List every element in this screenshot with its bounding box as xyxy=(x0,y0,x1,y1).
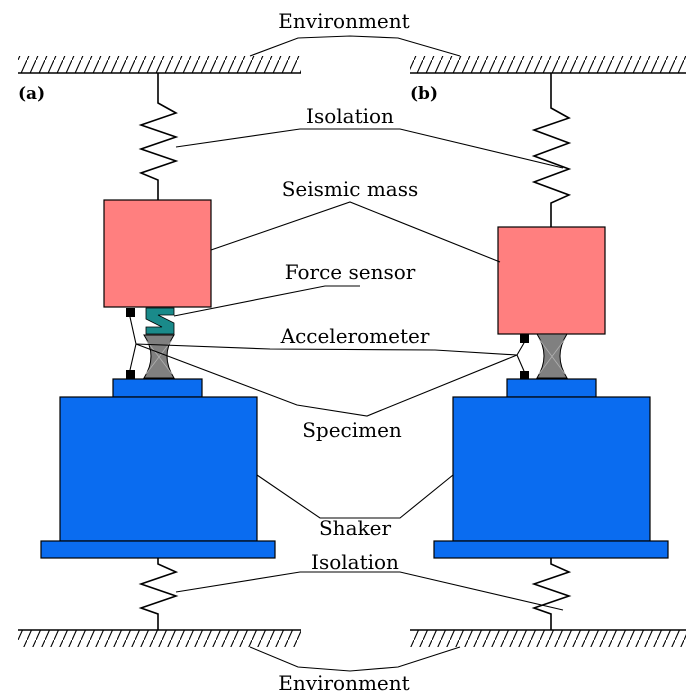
panel-b xyxy=(433,73,669,630)
seismic-mass-b xyxy=(497,226,606,335)
accelerometer-top-b xyxy=(520,334,529,343)
label-shaker: Shaker xyxy=(319,516,391,540)
force-sensor-a xyxy=(145,307,175,335)
shaker-base-b xyxy=(433,540,669,559)
ground-top-right xyxy=(410,56,686,74)
label-environment-bottom: Environment xyxy=(278,671,409,695)
label-environment-top: Environment xyxy=(278,9,409,33)
accelerometer-bottom-a xyxy=(126,370,135,379)
label-accelerometer: Accelerometer xyxy=(280,324,430,348)
shaker-base-a xyxy=(40,540,276,559)
seismic-mass-a xyxy=(103,199,212,308)
accelerometer-top-a xyxy=(126,308,135,317)
label-isolation-bottom: Isolation xyxy=(311,550,399,574)
shaker-table-b xyxy=(506,378,597,398)
ground-top-left xyxy=(18,56,301,74)
shaker-body-a xyxy=(59,396,258,542)
isolation-spring-bottom-a xyxy=(138,558,179,630)
label-specimen: Specimen xyxy=(302,418,402,442)
label-force-sensor: Force sensor xyxy=(285,260,416,284)
isolation-spring-bottom-b xyxy=(531,558,572,630)
shaker-body-b xyxy=(452,396,651,542)
ground-bottom-left xyxy=(18,629,301,647)
panel-label-b: (b) xyxy=(410,84,438,104)
panel-label-b-letter: b xyxy=(418,84,430,104)
isolation-spring-top-b xyxy=(531,73,572,227)
label-seismic-mass: Seismic mass xyxy=(282,177,419,201)
isolation-spring-top-a xyxy=(138,73,179,200)
accelerometer-bottom-b xyxy=(520,371,529,380)
leader-lines xyxy=(135,35,564,672)
panel-label-a: (a) xyxy=(18,84,45,104)
panel-a xyxy=(40,73,276,630)
label-isolation-top: Isolation xyxy=(306,104,394,128)
shaker-table-a xyxy=(112,378,203,398)
panel-label-a-letter: a xyxy=(26,84,37,104)
ground-bottom-right xyxy=(410,629,686,647)
